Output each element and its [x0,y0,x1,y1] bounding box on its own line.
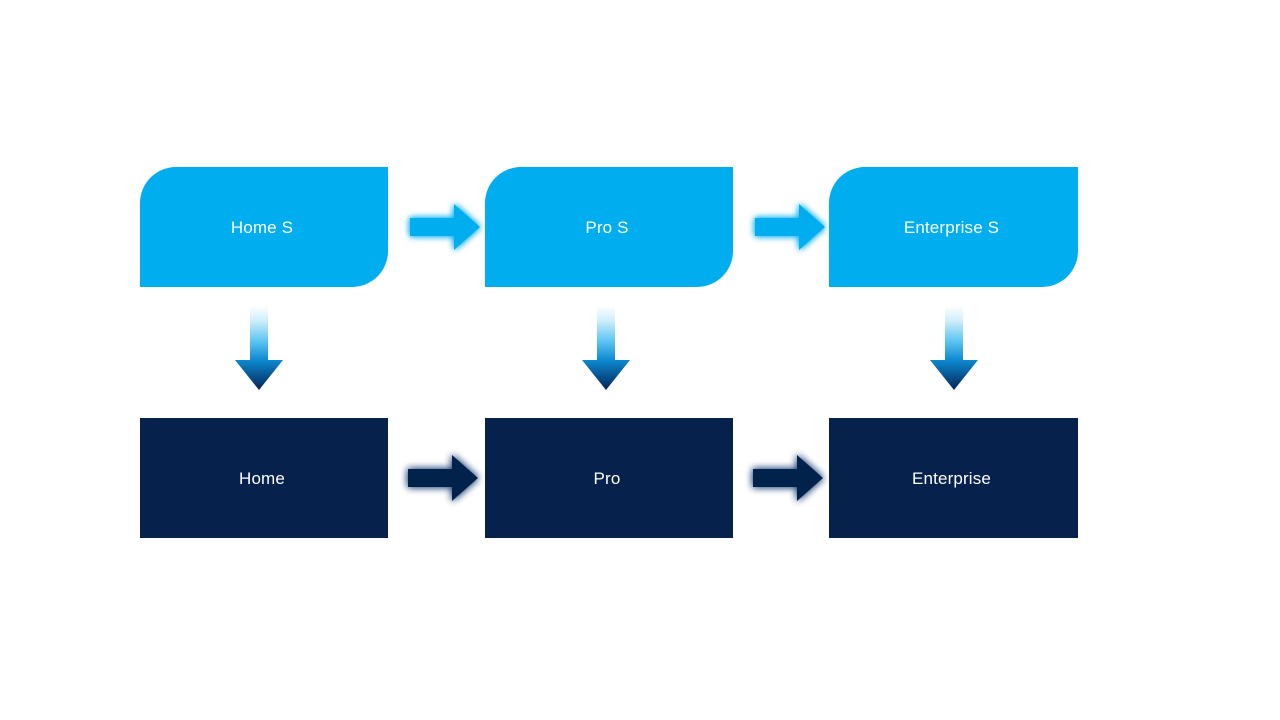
node-enterprise[interactable]: Enterprise [829,418,1078,538]
arrow-down-icon-home-s-to-home [231,306,287,392]
node-home[interactable]: Home [140,418,388,538]
arrow-right-icon-home-s-to-pro-s [406,200,484,254]
arrow-down-icon-pro-s-to-pro [578,306,634,392]
node-enterprise-s-label: Enterprise S [903,217,1000,237]
arrow-right-icon-home-to-pro [404,451,482,505]
node-pro-s[interactable]: Pro S [485,167,733,287]
node-enterprise-s[interactable]: Enterprise S [829,167,1078,287]
node-enterprise-label: Enterprise [912,468,991,488]
node-home-label: Home [239,468,285,488]
node-home-s-label: Home S [230,217,294,237]
node-pro[interactable]: Pro [485,418,733,538]
arrow-right-icon-pro-to-enterprise [749,451,827,505]
arrow-down-icon-enterprise-s-to-enterprise [926,306,982,392]
node-pro-s-label: Pro S [585,217,629,237]
node-pro-label: Pro [593,468,621,488]
node-home-s[interactable]: Home S [140,167,388,287]
arrow-right-icon-pro-s-to-enterprise-s [751,200,829,254]
